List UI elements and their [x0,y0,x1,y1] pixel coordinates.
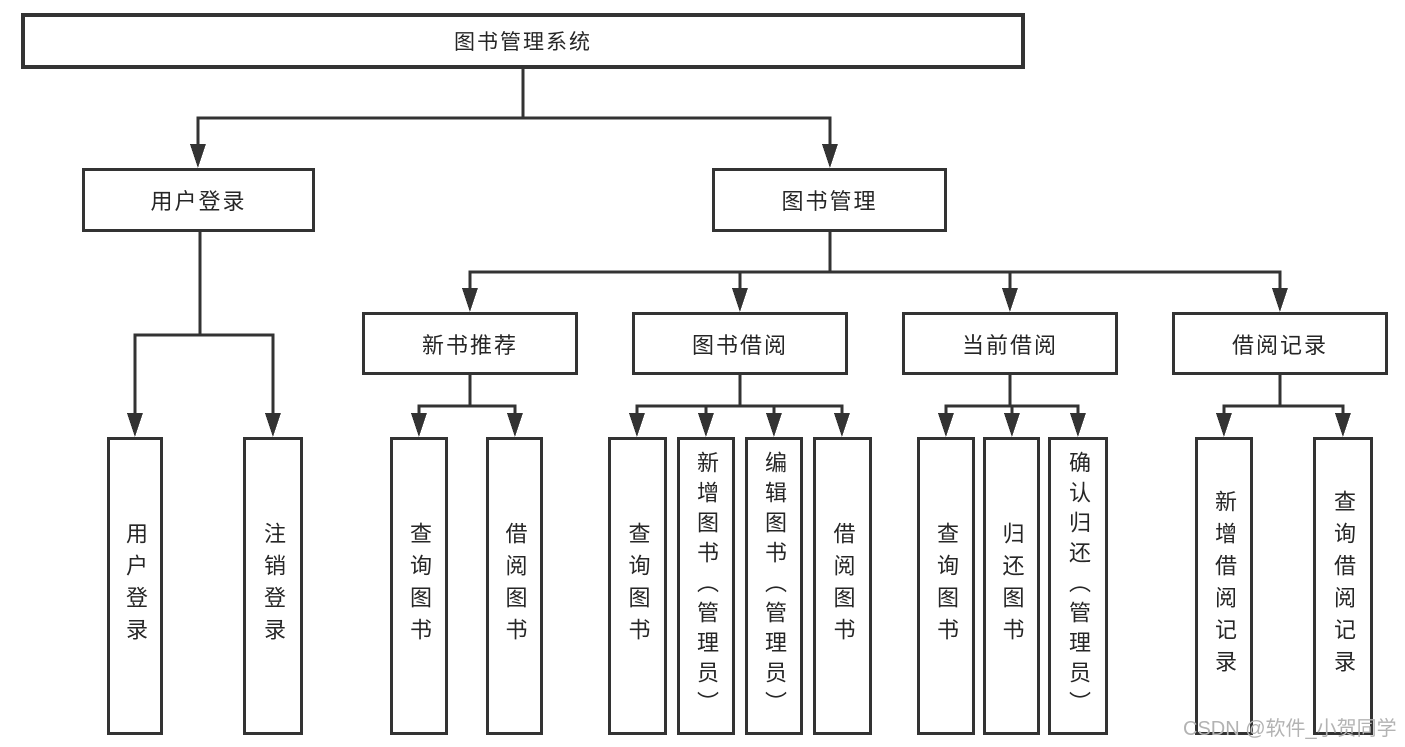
node-user-login-branch: 用户登录 [82,168,315,232]
node-borrow-records: 借阅记录 [1172,312,1388,375]
node-leaf-return-books: 归还图书 [983,437,1040,735]
node-leaf-edit-books-admin: 编辑图书（管理员） [745,437,803,735]
node-leaf-user-login: 用户登录 [107,437,163,735]
node-system-root: 图书管理系统 [21,13,1025,69]
node-leaf-logout: 注销登录 [243,437,303,735]
node-current-borrow: 当前借阅 [902,312,1118,375]
node-new-book-recommend: 新书推荐 [362,312,578,375]
node-book-borrow: 图书借阅 [632,312,848,375]
node-leaf-add-borrow-record: 新增借阅记录 [1195,437,1253,735]
node-leaf-add-books-admin: 新增图书（管理员） [677,437,735,735]
csdn-watermark: CSDN @软件_小贺同学 [1183,718,1397,740]
node-leaf-borrow-books-2: 借阅图书 [813,437,872,735]
node-leaf-query-books-3: 查询图书 [917,437,975,735]
node-book-management-branch: 图书管理 [712,168,947,232]
node-leaf-query-books-1: 查询图书 [390,437,448,735]
node-leaf-confirm-return-admin: 确认归还（管理员） [1048,437,1108,735]
node-leaf-query-books-2: 查询图书 [608,437,667,735]
node-leaf-borrow-books-1: 借阅图书 [486,437,543,735]
node-leaf-query-borrow-record: 查询借阅记录 [1313,437,1373,735]
